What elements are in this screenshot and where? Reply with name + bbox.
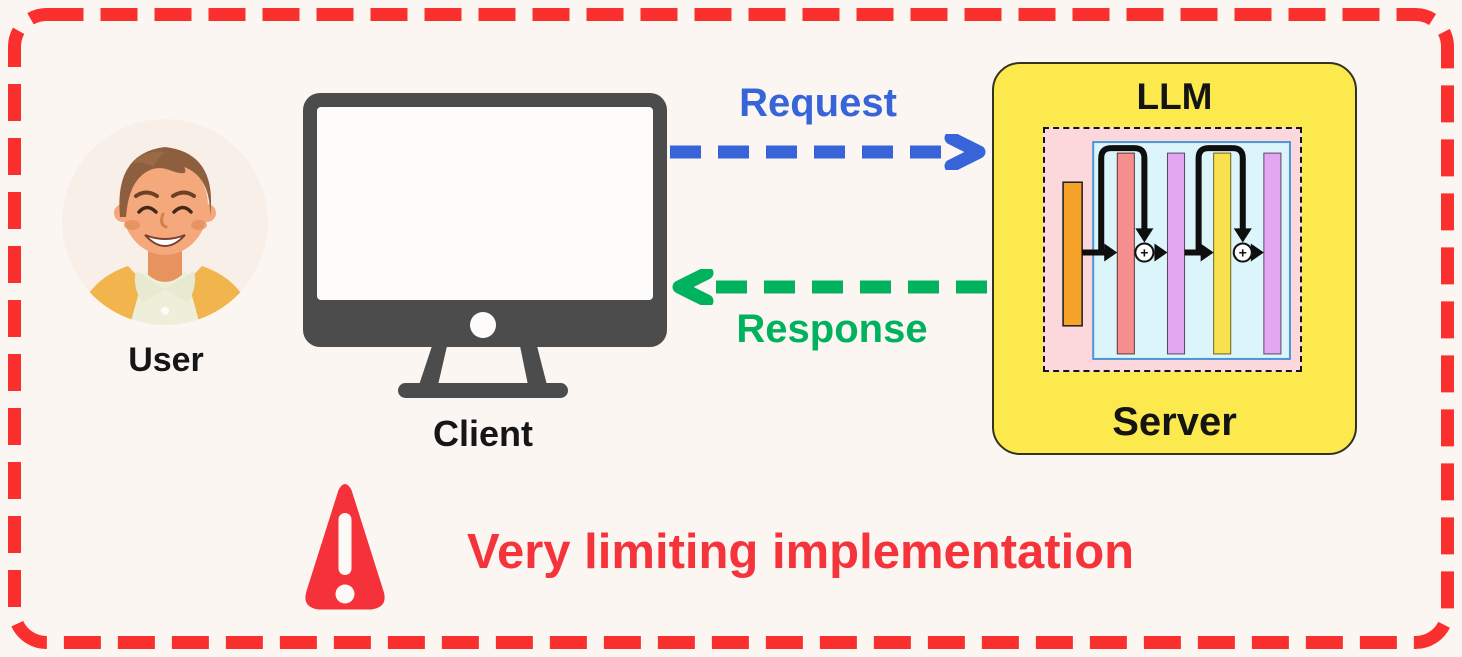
layer-bar-3 [1213,152,1232,355]
residual-plus-symbol: + [1140,245,1148,261]
user-label: User [128,341,204,379]
request-label: Request [739,81,897,125]
server-label: Server [1112,400,1237,444]
response-arrow [672,269,992,305]
client-monitor-icon [303,93,667,398]
embedding-bar [1062,181,1083,327]
residual-add-icon [1134,242,1155,263]
request-arrow [670,134,986,170]
residual-add-icon [1232,242,1253,263]
transformer-layers: + + [1062,141,1291,360]
response-label: Response [736,307,928,351]
layer-bar-4 [1263,152,1282,355]
residual-plus-symbol: + [1239,245,1247,261]
layer-bar-1 [1116,152,1135,355]
warning-text: Very limiting implementation [467,525,1135,579]
layer-bar-2 [1166,152,1186,355]
user-avatar [62,119,268,325]
llm-label: LLM [1136,76,1213,117]
llm-server-box: LLM [992,62,1357,455]
transformer-diagram: + + [1043,127,1302,372]
client-label: Client [432,413,533,454]
warning-triangle-icon [305,484,385,610]
